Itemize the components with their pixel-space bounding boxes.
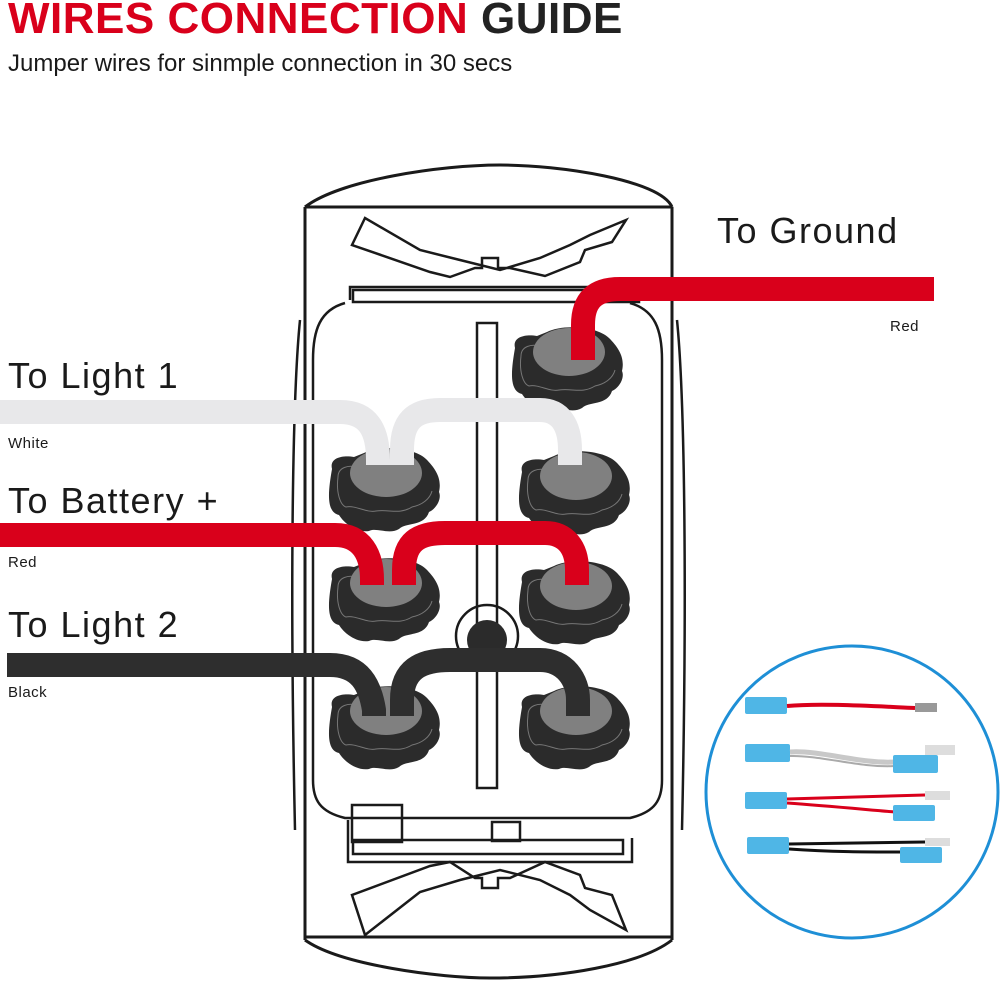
title-red: WIRES CONNECTION [8,0,469,43]
label-to-light-2: To Light 2 [8,604,180,645]
bottom-clip [350,860,629,938]
wire-ground [571,277,934,360]
body-outline [303,205,674,940]
subtitle: Jumper wires for sinmple connection in 3… [8,50,513,77]
label-to-battery: To Battery + [8,480,220,521]
wire-color-ground: Red [890,318,920,335]
body-top-cap [304,163,674,209]
right-side-rail [675,319,686,831]
lower-bar [346,820,634,864]
bottom-tab-center [490,820,522,843]
terminal-battery-left [328,557,441,642]
wire-battery-main [0,523,384,592]
wire-light1-jumper [390,398,582,465]
center-rail [475,321,499,790]
label-to-light-1: To Light 1 [8,355,180,396]
body-bottom-cap [304,938,673,980]
terminal-ground [511,326,624,411]
wire-light2-jumper [390,648,590,716]
inset-circle [704,644,1000,940]
jumper-red-single [745,697,937,714]
inner-panel [311,301,664,820]
wire-color-light-2: Black [8,684,48,701]
wire-light1-main [0,400,390,472]
bottom-tab-left [350,803,404,844]
jumper-kit-inset [704,644,1000,940]
jumper-white-single [745,744,955,773]
wire-battery-jumper [392,521,589,585]
left-side-rail [291,319,302,831]
switch-body [291,163,686,980]
terminal-light2-left [328,685,441,770]
wire-color-light-1: White [8,435,49,452]
wire-light2-main [7,653,386,722]
page-title: WIRES CONNECTION GUIDE [8,0,623,44]
top-clip [350,216,630,279]
jumper-red-double [745,791,950,821]
lower-slot [351,838,625,856]
jumper-black-double [747,837,950,863]
wire-color-battery: Red [8,554,38,571]
title-dark: GUIDE [480,0,623,43]
label-to-ground: To Ground [717,210,899,251]
